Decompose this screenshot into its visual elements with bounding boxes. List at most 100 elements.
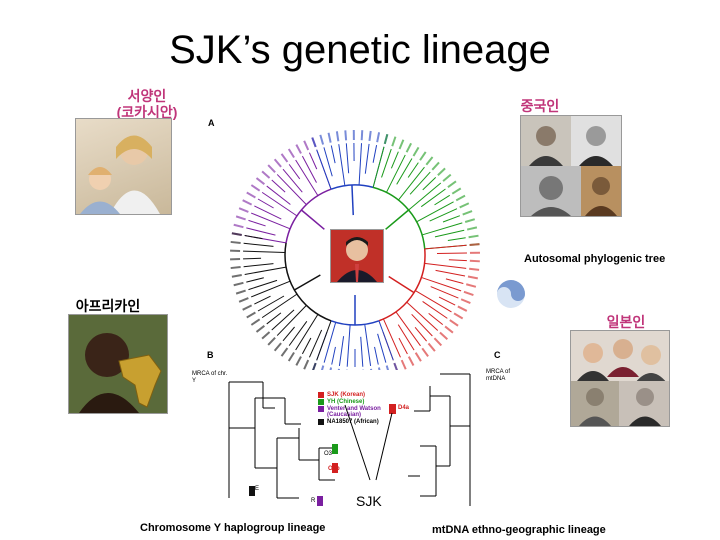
tree-leaf-label (462, 210, 473, 216)
tree-branch (248, 279, 278, 291)
tree-branch (377, 333, 387, 363)
tree-leaf-label (444, 325, 454, 334)
tree-leaf-label (280, 347, 289, 357)
tree-branch (421, 222, 463, 236)
tree-leaf-label (463, 290, 474, 296)
western-label: 서양인 (127, 88, 167, 104)
page-title: SJK’s genetic lineage (169, 28, 551, 72)
tree-leaf-label (250, 184, 261, 192)
tree-leaf-label (295, 144, 302, 154)
tree-branch (372, 145, 378, 163)
mt-hap-d4a: D4a (398, 405, 410, 411)
tree-leaf-label (231, 273, 242, 278)
tree-leaf-label (466, 226, 478, 231)
tree-leaf-label (335, 131, 340, 142)
tree-branch (424, 262, 467, 269)
tree-leaf-label (368, 130, 372, 142)
tree-leaf-label (442, 173, 452, 182)
person-photo-icon (521, 116, 621, 216)
tree-branch (276, 305, 307, 336)
tree-branch (434, 194, 451, 206)
y-mrca-label: MRCA of chr. Y (192, 371, 228, 384)
legend-swatch (318, 399, 324, 405)
tree-branch (414, 326, 427, 342)
tree-leaf-label (311, 137, 317, 148)
chinese-label: 중국인 (520, 98, 560, 114)
tree-spoke (294, 274, 321, 291)
y-hap-o3: O3 (324, 451, 333, 457)
tree-leaf-label (267, 164, 276, 173)
tree-leaf-label (242, 304, 253, 311)
tree-leaf-label (352, 129, 355, 141)
y-hap-e: E (255, 486, 260, 492)
tree-leaf-label (447, 180, 457, 189)
tree-leaf-label (319, 134, 325, 145)
tree-leaf-label (295, 356, 302, 366)
tree-branch (424, 244, 467, 250)
tree-branch (390, 151, 399, 169)
tree-leaf-label (439, 331, 449, 340)
tree-leaf-label (273, 158, 282, 168)
tree-branch (409, 171, 431, 195)
tree-leaf-label (419, 151, 427, 161)
tree-leaf-label (398, 139, 405, 150)
japanese-photo (570, 330, 670, 427)
tree-spoke (300, 209, 325, 230)
tree-branch (448, 259, 467, 262)
tree-branch (445, 278, 464, 284)
tree-leaf-label (235, 289, 246, 295)
tree-branch (358, 143, 363, 186)
tree-branch (421, 276, 462, 292)
tree-branch (406, 301, 439, 331)
tree-branch (397, 324, 415, 351)
tree-branch (254, 205, 282, 220)
tree-leaf-label (327, 132, 332, 143)
tree-leaf-label (319, 365, 325, 370)
tree-branch (411, 313, 433, 337)
tree-leaf-label (457, 305, 468, 312)
tree-leaf-label (449, 319, 459, 327)
tree-leaf-label (431, 161, 440, 171)
marker-o3 (332, 444, 338, 454)
tree-branch (271, 179, 286, 193)
tree-leaf-label (469, 259, 480, 263)
taeguk-symbol-icon (497, 280, 525, 308)
tree-leaf-label (273, 342, 282, 352)
tree-branch (316, 149, 332, 190)
legend-item-caucasian: Venter and Watson (Caucasian) (318, 406, 388, 418)
tree-branch (372, 146, 385, 188)
y-hap-o2b: O2b (328, 466, 340, 472)
african-photo (68, 314, 168, 414)
tree-leaf-label (433, 337, 443, 347)
tree-branch (308, 329, 323, 358)
tree-leaf-label (280, 153, 289, 163)
person-photo-icon (331, 230, 383, 282)
y-hap-r: R (311, 498, 316, 504)
map-africa-icon (69, 315, 167, 413)
tree-branch (244, 266, 287, 275)
western-photo (75, 118, 172, 215)
legend-swatch (318, 392, 324, 398)
tree-leaf-label (287, 351, 295, 362)
tree-leaf-label (469, 243, 480, 246)
tree-spoke (351, 185, 355, 216)
tree-branch (442, 215, 461, 223)
tree-branch (422, 301, 448, 319)
tree-branch (407, 162, 419, 178)
tree-branch (250, 280, 291, 298)
tree-leaf-label (231, 232, 242, 237)
tree-leaf-label (311, 362, 317, 370)
tree-branch (301, 337, 312, 355)
chr-y-caption: Chromosome Y haplogroup lineage (140, 522, 326, 534)
tree-branch (429, 208, 458, 222)
tree-leaf-label (465, 283, 477, 288)
tree-branch (248, 219, 266, 227)
tree-branch (338, 336, 345, 366)
sjk-label: SJK (356, 493, 382, 509)
tree-leaf-label (230, 266, 241, 270)
autosomal-caption: Autosomal phylogenic tree (524, 253, 666, 265)
sjk-portrait (330, 229, 384, 283)
tree-branch (364, 324, 372, 366)
tree-branch (266, 185, 291, 205)
tree-leaf-label (407, 356, 415, 366)
